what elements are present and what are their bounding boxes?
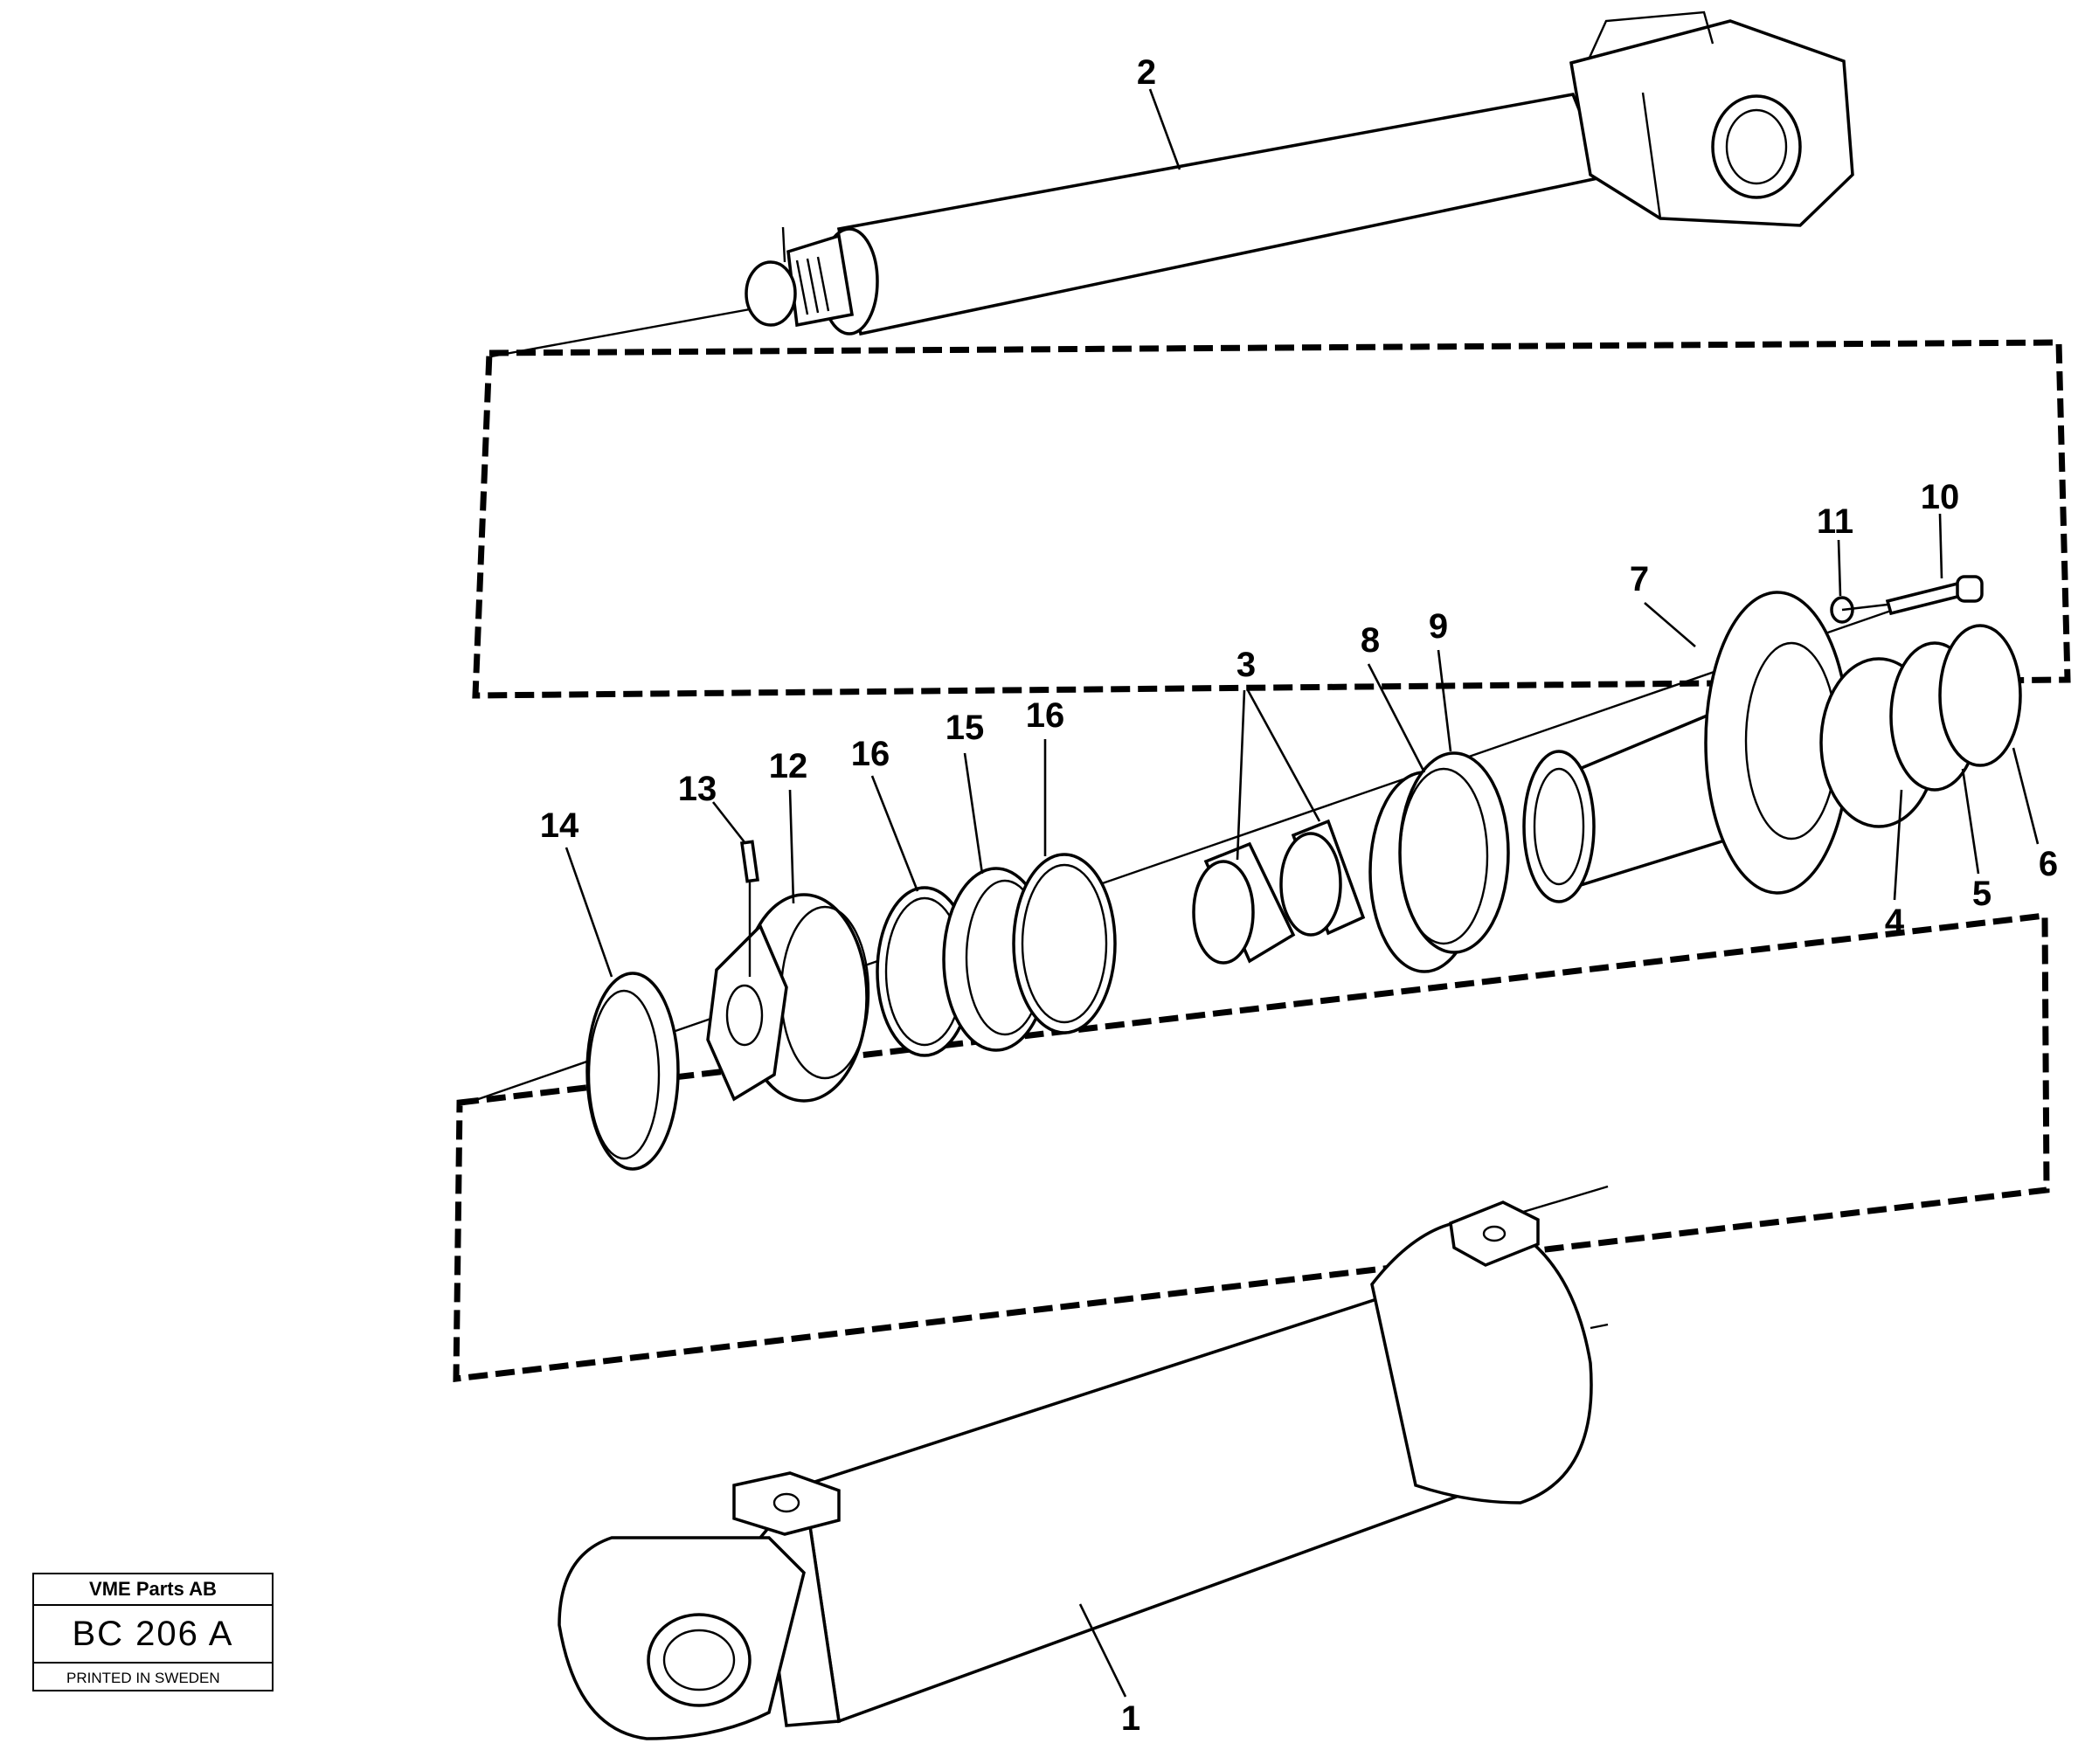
lock-pin [740,840,759,883]
callout-14: 14 [540,806,579,845]
leader-6 [2012,747,2040,845]
seal-axis-line [462,601,1915,1106]
callout-16-left: 16 [851,735,890,773]
leader-3b [1246,689,1321,822]
upper-group-frame [472,339,2071,699]
callout-2: 2 [1137,53,1156,92]
leader-10 [1938,513,1943,579]
leader-8 [1367,663,1426,773]
leader-16a [870,775,919,892]
seal-ring-right [1012,853,1117,1034]
lower-group-frame [453,912,2050,1382]
leader-2 [1148,88,1181,170]
callout-10: 10 [1921,478,1960,516]
leader-4 [1893,789,1903,901]
piston-nut [706,893,870,1103]
cylinder-head [1522,591,1851,903]
callout-13: 13 [678,770,717,808]
company-name: VME Parts AB [34,1574,272,1606]
drawing-code: BC 206 A [34,1606,272,1664]
leader-15 [963,752,984,875]
leader-11 [1837,539,1842,597]
seal-ring [1938,624,2022,767]
bearing-ring [585,972,680,1171]
rod-axis-line [490,304,770,358]
leader-13 [711,801,746,843]
leader-7 [1644,602,1696,647]
callout-16-right: 16 [1026,696,1065,735]
callout-6: 6 [2039,845,2058,883]
cylinder-barrel [558,1200,1609,1740]
callout-11: 11 [1817,502,1853,541]
callout-9: 9 [1429,607,1448,646]
leader-9 [1437,649,1452,752]
backup-ring [1398,751,1510,954]
leader-12 [788,789,795,904]
title-block: VME Parts AB BC 206 A PRINTED IN SWEDEN [32,1573,274,1691]
printed-note: PRINTED IN SWEDEN [66,1670,220,1686]
leader-3a [1236,689,1246,861]
callout-8: 8 [1361,621,1380,660]
callout-4: 4 [1885,903,1905,941]
head-screw [1841,575,1984,616]
callout-12: 12 [769,747,808,785]
piston-rod [745,10,1854,336]
callout-3: 3 [1236,646,1256,684]
callout-7: 7 [1630,560,1649,598]
callout-15: 15 [946,709,985,747]
callout-1: 1 [1121,1699,1140,1738]
leader-5 [1961,768,1980,875]
leader-1 [1078,1603,1127,1698]
guide-bushings [1192,819,1366,965]
callout-5: 5 [1972,875,1991,913]
leader-14 [565,847,613,978]
